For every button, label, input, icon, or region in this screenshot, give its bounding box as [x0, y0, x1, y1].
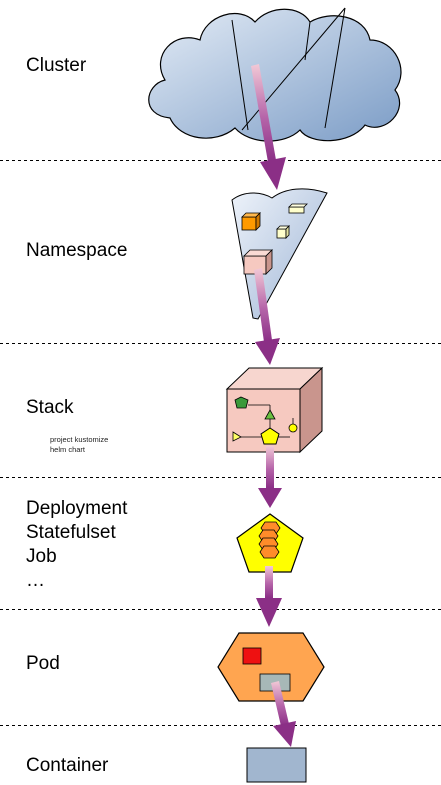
workload-label-statefulset: Statefulset: [26, 522, 116, 543]
namespace-label: Namespace: [26, 240, 128, 261]
arrows: [251, 64, 296, 747]
workload-label-job: Job: [26, 546, 57, 567]
workload-label-deployment: Deployment: [26, 498, 128, 519]
stack-label: Stack: [26, 397, 74, 418]
container-box-icon: [246, 747, 307, 783]
workload-label-ellipsis: …: [26, 570, 45, 591]
arrow-workload-to-pod: [256, 566, 282, 627]
stack-cube-icon: [225, 366, 324, 454]
arrow-cluster-to-namespace: [251, 64, 286, 190]
arrow-stack-to-workload: [258, 446, 282, 508]
arrow-namespace-to-stack: [254, 268, 280, 365]
stack-sublabel-helm-chart: helm chart: [50, 445, 86, 454]
stack-sublabel-project-kustomize: project kustomize: [50, 435, 109, 444]
cloud-icon: [148, 7, 402, 142]
container-label: Container: [26, 755, 109, 776]
pod-label: Pod: [26, 653, 60, 674]
pod-hexagon-icon: [217, 632, 325, 702]
arrow-pod-to-container: [271, 681, 296, 747]
level-separators: [0, 160, 441, 726]
cluster-label: Cluster: [26, 55, 87, 76]
namespace-shape-icon: [231, 188, 328, 320]
workload-pentagon-icon: [236, 513, 304, 573]
